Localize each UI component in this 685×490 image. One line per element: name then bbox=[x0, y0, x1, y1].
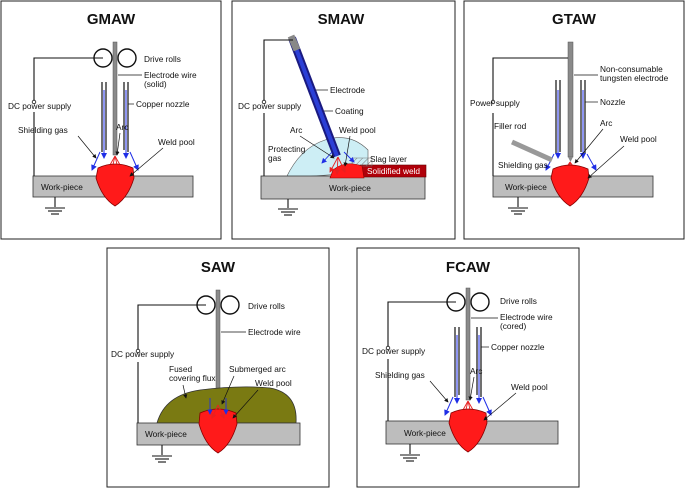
weld-pool bbox=[95, 163, 135, 207]
tungsten-electrode bbox=[567, 41, 574, 158]
label-shielding-gas: Shielding gas bbox=[498, 160, 548, 170]
panel-title: SMAW bbox=[318, 11, 366, 28]
label-arc: Arc bbox=[600, 118, 612, 128]
label-slag-layer: Slag layer bbox=[370, 154, 407, 164]
label-coating: Coating bbox=[335, 106, 364, 116]
label-nozzle: Copper nozzle bbox=[491, 342, 545, 352]
label-shielding-gas: Shielding gas bbox=[375, 370, 425, 380]
workpiece-label: Work-piece bbox=[41, 182, 83, 192]
label-protecting-gas: Protecting bbox=[268, 144, 306, 154]
drive-roll-right bbox=[470, 292, 490, 312]
label-protecting-gas-2: gas bbox=[268, 153, 281, 163]
power-cable bbox=[137, 304, 206, 350]
label-drive-rolls: Drive rolls bbox=[248, 301, 285, 311]
arc-lines bbox=[211, 404, 225, 419]
workpiece-label: Work-piece bbox=[404, 428, 446, 438]
label-filler-rod: Filler rod bbox=[494, 121, 527, 131]
label-flux: Fused bbox=[169, 364, 192, 374]
panel-title: GTAW bbox=[552, 11, 597, 28]
label-solidified-weld: Solidified weld bbox=[367, 166, 420, 176]
weld-pool bbox=[550, 164, 590, 207]
label-flux-2: covering flux bbox=[169, 373, 216, 383]
panel-gtaw: GTAW Work-piece Non-cons bbox=[463, 0, 685, 240]
label-drive-rolls: Drive rolls bbox=[500, 296, 537, 306]
label-power-supply: DC power supply bbox=[111, 349, 175, 359]
label-arc: Arc bbox=[470, 366, 482, 376]
arc-lines bbox=[329, 156, 346, 175]
label-nozzle: Copper nozzle bbox=[136, 99, 190, 109]
covering-flux bbox=[156, 386, 297, 424]
power-cable bbox=[492, 57, 568, 101]
workpiece-label: Work-piece bbox=[505, 182, 547, 192]
label-power-supply: DC power supply bbox=[362, 346, 426, 356]
drive-roll-right bbox=[117, 48, 137, 68]
label-electrode-2: tungsten electrode bbox=[600, 73, 669, 83]
panel-title: SAW bbox=[201, 259, 236, 276]
label-electrode: Non-consumable bbox=[600, 64, 663, 74]
label-power-supply: DC power supply bbox=[238, 101, 302, 111]
label-electrode: Electrode wire bbox=[500, 312, 553, 322]
label-electrode-type: (solid) bbox=[144, 79, 167, 89]
panel-smaw: SMAW Work-piece bbox=[231, 0, 456, 240]
label-weld-pool: Weld pool bbox=[620, 134, 657, 144]
label-submerged-arc: Submerged arc bbox=[229, 364, 286, 374]
label-electrode: Electrode wire bbox=[144, 70, 197, 80]
label-weld-pool: Weld pool bbox=[255, 378, 292, 388]
weld-pool bbox=[448, 408, 488, 453]
label-weld-pool: Weld pool bbox=[511, 382, 548, 392]
label-weld-pool: Weld pool bbox=[339, 125, 376, 135]
workpiece-label: Work-piece bbox=[329, 183, 371, 193]
panel-fcaw: FCAW Work-piece Drive rolls Electrode wi… bbox=[356, 247, 580, 488]
stick-electrode bbox=[287, 34, 341, 158]
label-power-supply: Power supply bbox=[470, 98, 521, 108]
power-cable bbox=[33, 57, 103, 101]
label-arc: Arc bbox=[116, 122, 128, 132]
power-cable bbox=[263, 39, 293, 101]
workpiece-label: Work-piece bbox=[145, 429, 187, 439]
label-power-supply: DC power supply bbox=[8, 101, 72, 111]
label-weld-pool: Weld pool bbox=[158, 137, 195, 147]
panel-gmaw: GMAW Work-piece bbox=[0, 0, 222, 240]
label-drive-rolls: Drive rolls bbox=[144, 54, 181, 64]
power-cable bbox=[387, 301, 456, 347]
electrode-wire bbox=[465, 287, 471, 401]
label-arc: Arc bbox=[290, 125, 302, 135]
label-electrode: Electrode bbox=[330, 85, 365, 95]
label-shielding-gas: Shielding gas bbox=[18, 125, 68, 135]
panel-saw: SAW Work-piece Drive rolls Electrode wir… bbox=[106, 247, 330, 488]
electrode-wire bbox=[112, 41, 118, 156]
panel-title: FCAW bbox=[446, 259, 491, 276]
label-electrode-type: (cored) bbox=[500, 321, 527, 331]
filler-rod bbox=[510, 139, 554, 163]
panel-title: GMAW bbox=[87, 11, 136, 28]
drive-roll-right bbox=[220, 295, 240, 315]
label-nozzle: Nozzle bbox=[600, 97, 626, 107]
label-electrode: Electrode wire bbox=[248, 327, 301, 337]
